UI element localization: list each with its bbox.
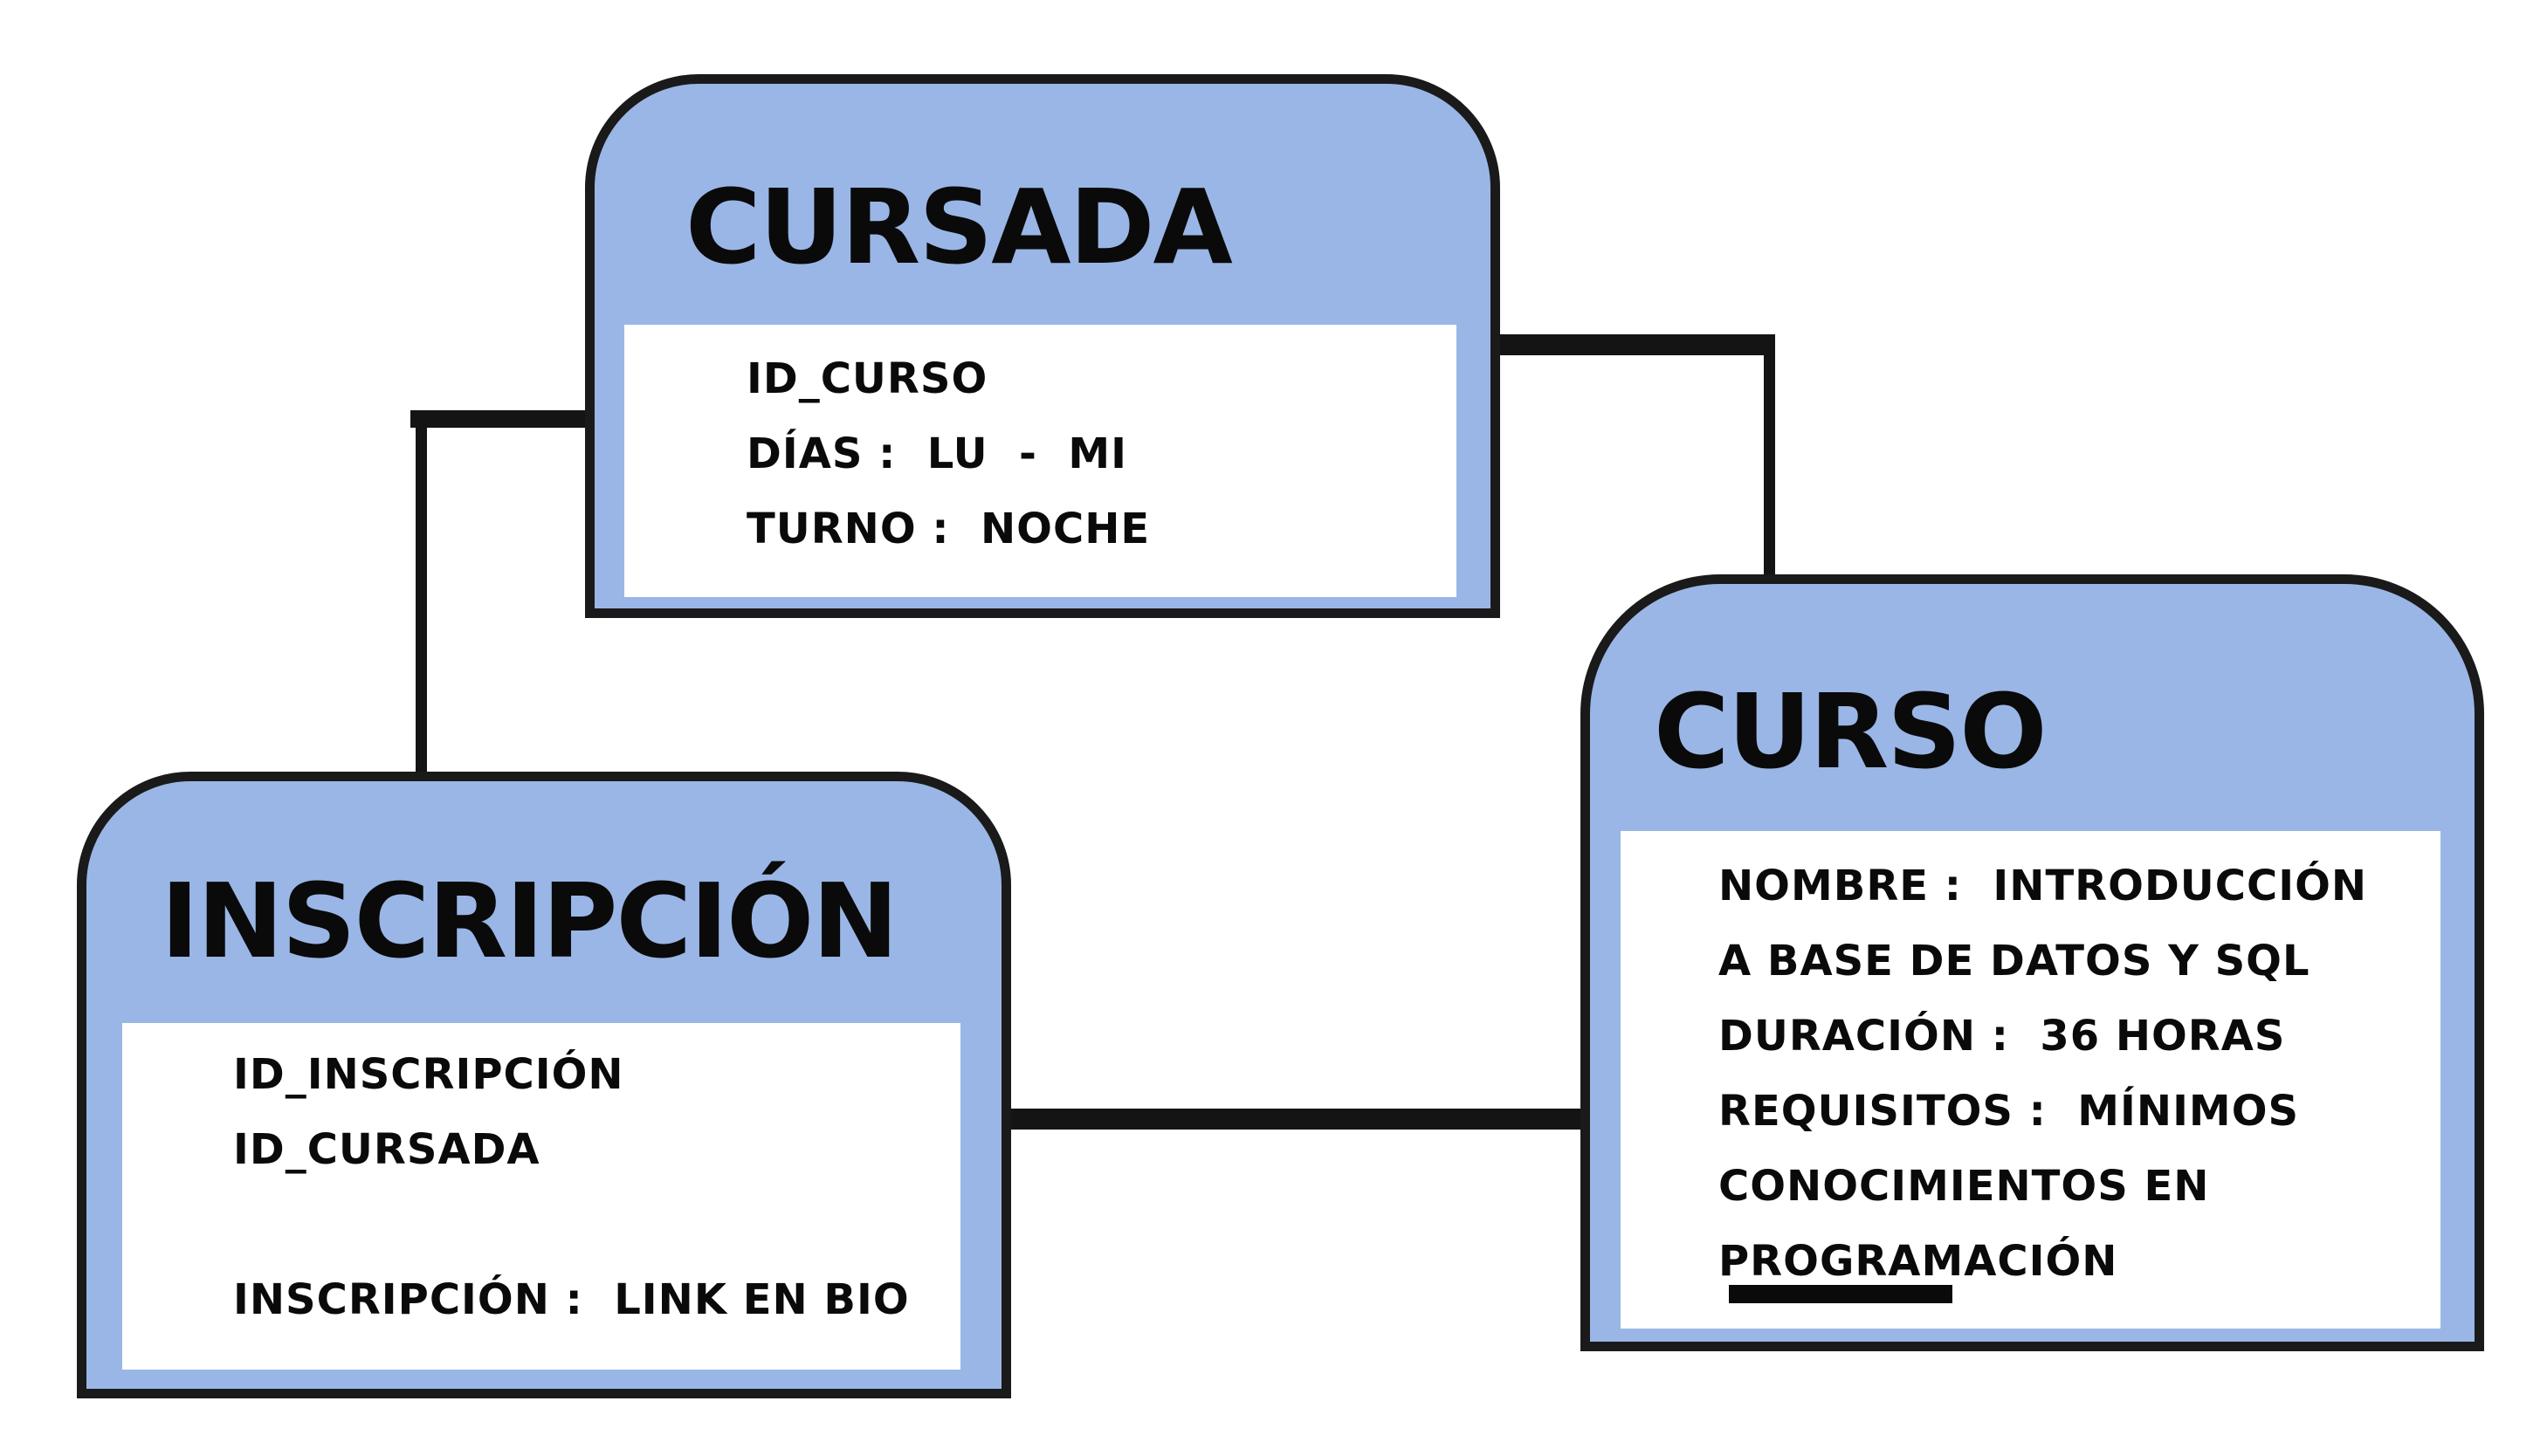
connector-cursada-curso-vertical <box>1764 345 1775 589</box>
entity-inscripcion-fields-panel: ID_INSCRIPCIÓN ID_CURSADA INSCRIPCIÓN : … <box>122 1023 960 1370</box>
field-turno: TURNO : NOCHE <box>747 505 1151 553</box>
field-nombre-wrap: A BASE DE DATOS Y SQL <box>1718 937 2310 986</box>
field-programacion: PROGRAMACIÓN <box>1718 1237 2118 1286</box>
field-requisitos-wrap: CONOCIMIENTOS EN <box>1718 1162 2210 1211</box>
entity-inscripcion: INSCRIPCIÓN ID_INSCRIPCIÓN ID_CURSADA IN… <box>77 772 1011 1398</box>
connector-cursada-inscripcion-vertical <box>416 419 427 781</box>
programacion-underline-bar <box>1729 1285 1952 1303</box>
connector-inscripcion-curso-horizontal <box>1004 1109 1598 1130</box>
field-id-cursada: ID_CURSADA <box>233 1125 540 1174</box>
entity-cursada: CURSADA ID_CURSO DÍAS : LU - MI TURNO : … <box>585 74 1500 618</box>
field-requisitos: REQUISITOS : MÍNIMOS <box>1718 1087 2300 1136</box>
field-blank-spacer <box>122 1187 960 1262</box>
field-duracion: DURACIÓN : 36 HORAS <box>1718 1012 2286 1061</box>
entity-cursada-title: CURSADA <box>685 167 1233 287</box>
field-nombre: NOMBRE : INTRODUCCIÓN <box>1718 862 2368 910</box>
entity-cursada-fields-panel: ID_CURSO DÍAS : LU - MI TURNO : NOCHE <box>624 325 1456 597</box>
connector-cursada-inscripcion-horizontal <box>410 410 611 428</box>
entity-inscripcion-title: INSCRIPCIÓN <box>161 861 898 981</box>
field-dias: DÍAS : LU - MI <box>747 429 1127 478</box>
field-inscripcion-link: INSCRIPCIÓN : LINK EN BIO <box>233 1275 910 1324</box>
entity-curso: CURSO NOMBRE : INTRODUCCIÓN A BASE DE DA… <box>1580 574 2484 1351</box>
connector-cursada-curso-horizontal <box>1484 334 1775 355</box>
field-id-curso: ID_CURSO <box>747 354 988 403</box>
field-id-inscripcion: ID_INSCRIPCIÓN <box>233 1050 624 1099</box>
entity-curso-fields-panel: NOMBRE : INTRODUCCIÓN A BASE DE DATOS Y … <box>1621 831 2440 1329</box>
entity-curso-title: CURSO <box>1654 671 2048 792</box>
